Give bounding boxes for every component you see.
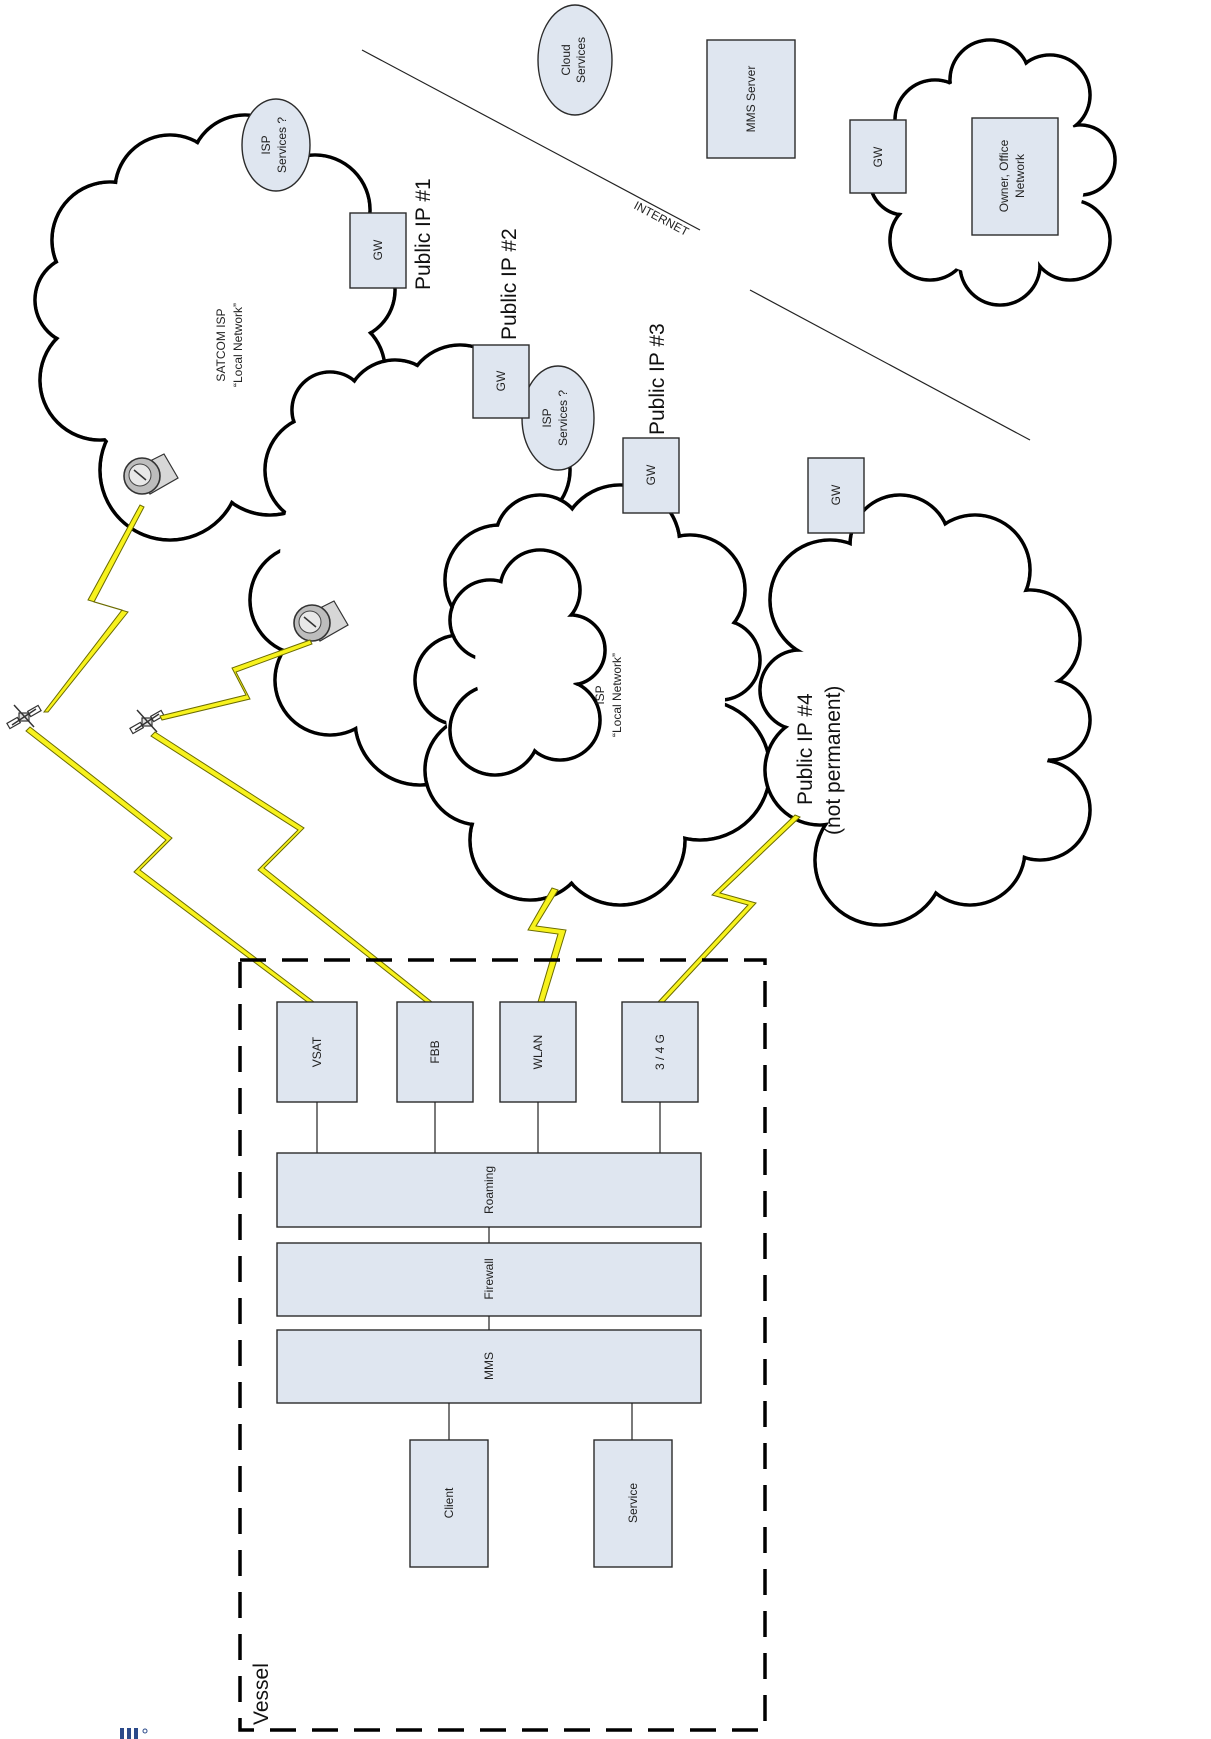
public-ip-2-label: Public IP #2	[498, 228, 521, 340]
svg-text:ISP: ISP	[540, 408, 554, 427]
isp-services-node-2: ISP Services ?	[521, 365, 595, 471]
svg-text:“Local Network”: “Local Network”	[610, 653, 624, 737]
roaming-layer: Roaming	[276, 1152, 702, 1228]
mms-server-box: MMS Server	[706, 39, 796, 159]
svg-text:FBB: FBB	[428, 1040, 442, 1063]
svg-text:GW: GW	[371, 239, 385, 260]
svg-text:Client: Client	[442, 1487, 456, 1518]
svg-text:ISP: ISP	[259, 135, 273, 154]
svg-text:Services: Services	[574, 37, 588, 83]
lightning-icon-wlan-link	[527, 887, 567, 1003]
svg-text:Network: Network	[1013, 153, 1027, 198]
svg-text:GW: GW	[829, 484, 843, 505]
svg-text:GW: GW	[871, 146, 885, 167]
gw-box-1: GW	[349, 212, 407, 289]
gw-box-3: GW	[622, 437, 680, 514]
public-ip-4-cloud	[758, 493, 1092, 927]
public-ip-1-label: Public IP #1	[412, 178, 435, 290]
isp-local-network-label: ISP “Local Network”	[593, 653, 624, 737]
vessel-boundary	[238, 958, 767, 1732]
firewall-layer: Firewall	[276, 1242, 702, 1317]
fbb-module: FBB	[396, 1001, 474, 1103]
service-box: Service	[593, 1439, 673, 1568]
svg-text:WLAN: WLAN	[531, 1035, 545, 1070]
satellite-icon-1	[6, 704, 42, 730]
svg-text:Owner, Office: Owner, Office	[997, 139, 1011, 212]
isp-services-node-1: ISP Services ?	[241, 98, 311, 192]
svg-text:MMS Server: MMS Server	[744, 66, 758, 133]
gw-box-4: GW	[807, 457, 865, 534]
owner-gw-box: GW	[849, 119, 907, 194]
svg-text:Cloud: Cloud	[559, 44, 573, 75]
svg-text:VSAT: VSAT	[310, 1036, 324, 1067]
vessel-label: Vessel	[250, 1663, 273, 1725]
lightning-icon-satcom-uplink	[42, 504, 145, 713]
svg-text:MMS: MMS	[482, 1352, 496, 1380]
internet-label: INTERNET	[632, 198, 692, 239]
svg-text:Service: Service	[626, 1483, 640, 1523]
svg-text:ISP: ISP	[593, 685, 607, 704]
satellite-icon-2	[129, 709, 165, 735]
internet-boundary-line	[361, 49, 701, 231]
lightning-icon-vsat-link	[25, 726, 315, 1005]
mms-layer: MMS	[276, 1329, 702, 1404]
svg-text:“Local Network”: “Local Network”	[231, 303, 245, 387]
cloud-services-node: Cloud Services	[537, 4, 613, 116]
svg-text:Services ?: Services ?	[556, 390, 570, 446]
vsat-module: VSAT	[276, 1001, 358, 1103]
client-box: Client	[409, 1439, 489, 1568]
svg-text:3 / 4 G: 3 / 4 G	[653, 1034, 667, 1070]
svg-text:Firewall: Firewall	[482, 1258, 496, 1299]
svg-text:SATCOM ISP: SATCOM ISP	[214, 308, 228, 381]
svg-text:Services ?: Services ?	[275, 117, 289, 173]
logo-mark	[120, 1728, 148, 1739]
isp-local-network-cloud	[413, 483, 772, 907]
cellular-module: 3 / 4 G	[621, 1001, 699, 1103]
public-ip-4-label: Public IP #4	[794, 693, 817, 805]
not-permanent-label: (not permanent)	[822, 686, 845, 835]
public-ip-3-label: Public IP #3	[646, 323, 669, 435]
svg-text:GW: GW	[644, 464, 658, 485]
lightning-icon-fbb-uplink	[159, 639, 313, 721]
wlan-module: WLAN	[499, 1001, 577, 1103]
owner-office-box: Owner, Office Network	[971, 117, 1059, 236]
svg-text:GW: GW	[494, 370, 508, 391]
internet-boundary-line-2	[749, 289, 1031, 441]
svg-text:Roaming: Roaming	[482, 1166, 496, 1214]
satcom-isp-label: SATCOM ISP “Local Network”	[214, 303, 245, 387]
gw-box-2: GW	[472, 344, 530, 419]
